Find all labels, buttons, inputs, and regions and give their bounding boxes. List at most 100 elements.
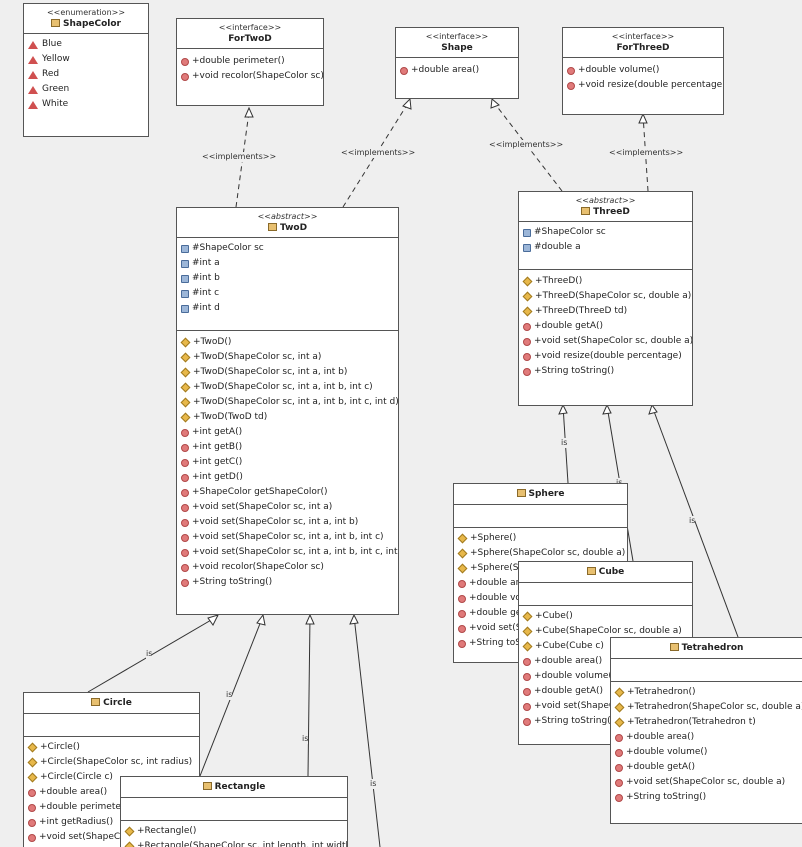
is-label-circle: is bbox=[146, 649, 153, 659]
public-method-icon bbox=[181, 578, 189, 587]
arrow-threed-3 bbox=[648, 403, 658, 415]
enum-literal: Blue bbox=[42, 39, 62, 49]
constructor: +Sphere(ShapeColor sc, double a) bbox=[470, 548, 626, 558]
rect2-is-twod bbox=[307, 615, 311, 777]
method: +void resize(double percentage) bbox=[578, 80, 724, 90]
method: +double getA() bbox=[626, 762, 696, 772]
public-method-icon bbox=[28, 803, 36, 812]
method-list: +double perimeter() +void recolor(ShapeC… bbox=[177, 49, 323, 87]
method: +String toString() bbox=[534, 366, 615, 376]
class-tetrahedron[interactable]: Tetrahedron +Tetrahedron() +Tetrahedron(… bbox=[610, 637, 802, 824]
constructor: +Cube(ShapeColor sc, double a) bbox=[535, 626, 682, 636]
arrow-shape-right bbox=[490, 98, 500, 109]
field-list: #ShapeColor sc #int a #int b #int c #int… bbox=[177, 238, 398, 331]
method: +double perimeter() bbox=[192, 56, 285, 66]
protected-field-icon bbox=[523, 228, 531, 237]
constructor-icon bbox=[180, 367, 191, 378]
protected-field-icon bbox=[181, 274, 189, 283]
arrow-fortwod bbox=[244, 106, 254, 118]
method: +int getC() bbox=[192, 457, 243, 467]
constructor-icon bbox=[457, 563, 468, 574]
class-shapecolor[interactable]: <<enumeration>> ShapeColor Blue Yellow R… bbox=[23, 3, 149, 137]
public-method-icon bbox=[523, 322, 531, 331]
constructor: +Circle(Circle c) bbox=[40, 772, 113, 782]
constructor: +Rectangle(ShapeColor sc, int length, in… bbox=[137, 841, 348, 847]
stereotype: <<enumeration>> bbox=[46, 8, 126, 17]
stereotype: <<interface>> bbox=[218, 23, 282, 32]
method: +double volume( bbox=[534, 671, 612, 681]
method-list: +Cube() +Cube(ShapeColor sc, double a) +… bbox=[519, 606, 692, 732]
field-list bbox=[24, 714, 199, 737]
enum-literal: Yellow bbox=[42, 54, 70, 64]
public-method-icon bbox=[523, 657, 531, 666]
class-name: ThreeD bbox=[593, 207, 630, 217]
public-method-icon bbox=[181, 518, 189, 527]
constructor: +Tetrahedron(Tetrahedron t) bbox=[627, 717, 756, 727]
method: +double ge bbox=[469, 608, 522, 618]
method-list: +Circle() +Circle(ShapeColor sc, int rad… bbox=[24, 737, 199, 847]
is-label-4: is bbox=[370, 779, 377, 789]
class-fortwod[interactable]: <<interface>> ForTwoD +double perimeter(… bbox=[176, 18, 324, 106]
public-method-icon bbox=[28, 788, 36, 797]
method-list: +ThreeD() +ThreeD(ShapeColor sc, double … bbox=[519, 270, 692, 382]
method: +String toString() bbox=[192, 577, 273, 587]
class-rectangle[interactable]: Rectangle +Rectangle() +Rectangle(ShapeC… bbox=[120, 776, 348, 847]
method: +int getB() bbox=[192, 442, 243, 452]
method-list: +Sphere() +Sphere(ShapeColor sc, double … bbox=[454, 528, 627, 654]
constructor-icon bbox=[124, 841, 135, 847]
public-method-icon bbox=[458, 594, 466, 603]
public-method-icon bbox=[28, 833, 36, 842]
constructor: +Cube() bbox=[535, 611, 573, 621]
class-name: Shape bbox=[441, 43, 473, 53]
method: +int getRadius() bbox=[39, 817, 114, 827]
constructor-icon bbox=[614, 717, 625, 728]
constructor: +TwoD(TwoD td) bbox=[193, 412, 268, 422]
public-method-icon bbox=[615, 778, 623, 787]
class-shape[interactable]: <<interface>> Shape +double area() bbox=[395, 27, 519, 99]
public-method-icon bbox=[458, 624, 466, 633]
method: +double volume() bbox=[578, 65, 660, 75]
public-method-icon bbox=[458, 579, 466, 588]
constructor: +TwoD(ShapeColor sc, int a, int b) bbox=[193, 367, 348, 377]
public-method-icon bbox=[181, 563, 189, 572]
rect3-is-twod bbox=[353, 615, 381, 847]
constructor-icon bbox=[522, 306, 533, 317]
method: +double perimeter bbox=[39, 802, 125, 812]
method: +double area() bbox=[626, 732, 695, 742]
method: +double ar bbox=[469, 578, 520, 588]
constructor-icon bbox=[180, 337, 191, 348]
constructor-icon bbox=[180, 412, 191, 423]
protected-field-icon bbox=[181, 259, 189, 268]
method: +void resize(double percentage) bbox=[534, 351, 682, 361]
circle-is-twod bbox=[87, 615, 219, 693]
field-list bbox=[454, 505, 627, 528]
class-icon bbox=[516, 489, 526, 497]
class-name: ShapeColor bbox=[62, 19, 121, 29]
class-name: Tetrahedron bbox=[681, 643, 744, 653]
field: #int a bbox=[192, 258, 220, 268]
constructor: +TwoD(ShapeColor sc, int a, int b, int c… bbox=[193, 397, 399, 407]
constructor: +Circle(ShapeColor sc, int radius) bbox=[40, 757, 193, 767]
constructor-icon bbox=[522, 611, 533, 622]
public-method-icon bbox=[181, 488, 189, 497]
constructor: +Cube(Cube c) bbox=[535, 641, 604, 651]
class-threed[interactable]: <<abstract>> ThreeD #ShapeColor sc #doub… bbox=[518, 191, 693, 406]
constructor: +Circle() bbox=[40, 742, 80, 752]
field-list bbox=[611, 659, 802, 682]
arrow-threed-1 bbox=[558, 403, 568, 415]
public-method-icon bbox=[615, 733, 623, 742]
method: +int getA() bbox=[192, 427, 243, 437]
public-method-icon bbox=[181, 428, 189, 437]
public-method-icon bbox=[181, 473, 189, 482]
constructor-icon bbox=[614, 702, 625, 713]
protected-field-icon bbox=[181, 244, 189, 253]
constructor-icon bbox=[180, 397, 191, 408]
public-method-icon bbox=[458, 609, 466, 618]
class-icon bbox=[669, 643, 679, 651]
class-name: Cube bbox=[598, 567, 625, 577]
constructor-icon bbox=[180, 352, 191, 363]
class-forthreed[interactable]: <<interface>> ForThreeD +double volume()… bbox=[562, 27, 724, 115]
class-twod[interactable]: <<abstract>> TwoD #ShapeColor sc #int a … bbox=[176, 207, 399, 615]
method: +void set(ShapeC bbox=[534, 701, 616, 711]
public-method-icon bbox=[400, 66, 408, 75]
